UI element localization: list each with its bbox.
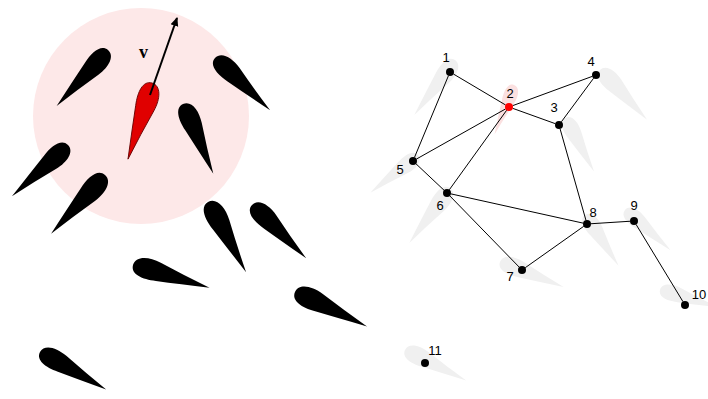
graph-node: 6 <box>443 189 451 197</box>
graph-edge <box>561 78 593 122</box>
node-number: 8 <box>589 206 596 219</box>
graph-node: 3 <box>555 121 563 129</box>
graph-edge <box>416 164 444 191</box>
node-number: 7 <box>506 270 513 283</box>
node-number: 10 <box>692 288 706 301</box>
velocity-label: v <box>139 43 148 61</box>
node-number: 2 <box>506 87 513 100</box>
node-number: 4 <box>587 55 594 68</box>
graph-edge <box>525 226 583 267</box>
graph-edge <box>451 194 583 223</box>
node-number: 5 <box>396 163 403 176</box>
velocity-arrow <box>150 18 177 95</box>
graph-node: 5 <box>409 157 417 165</box>
node-number: 3 <box>550 101 557 114</box>
graph-node: 11 <box>421 359 429 367</box>
graph-edge <box>560 129 586 220</box>
graph-node: 1 <box>446 68 454 76</box>
graph-edge <box>449 110 506 190</box>
fish-shapes <box>7 44 373 397</box>
interaction-zone <box>33 8 249 224</box>
node-number: 6 <box>436 199 443 212</box>
graph-edge <box>450 196 519 267</box>
node-number: 9 <box>630 199 637 212</box>
graph-node: 10 <box>681 301 689 309</box>
graph-edge <box>415 76 449 158</box>
focal-fish <box>120 80 162 162</box>
graph-node: 8 <box>583 220 591 228</box>
graph-edge <box>591 221 630 223</box>
graph-edge <box>453 74 505 105</box>
node-number: 1 <box>442 51 449 64</box>
faint-fish-shapes <box>366 55 708 387</box>
node-number: 11 <box>428 344 442 357</box>
graph-node: 9 <box>630 217 638 225</box>
graph-node: 2 <box>505 103 513 111</box>
graph-edge <box>416 109 505 159</box>
faint-focal-fish <box>489 83 520 138</box>
graph-node: 7 <box>518 266 526 274</box>
graph-node: 4 <box>592 71 600 79</box>
graph-edge <box>636 224 683 301</box>
graph-edge <box>513 108 555 123</box>
